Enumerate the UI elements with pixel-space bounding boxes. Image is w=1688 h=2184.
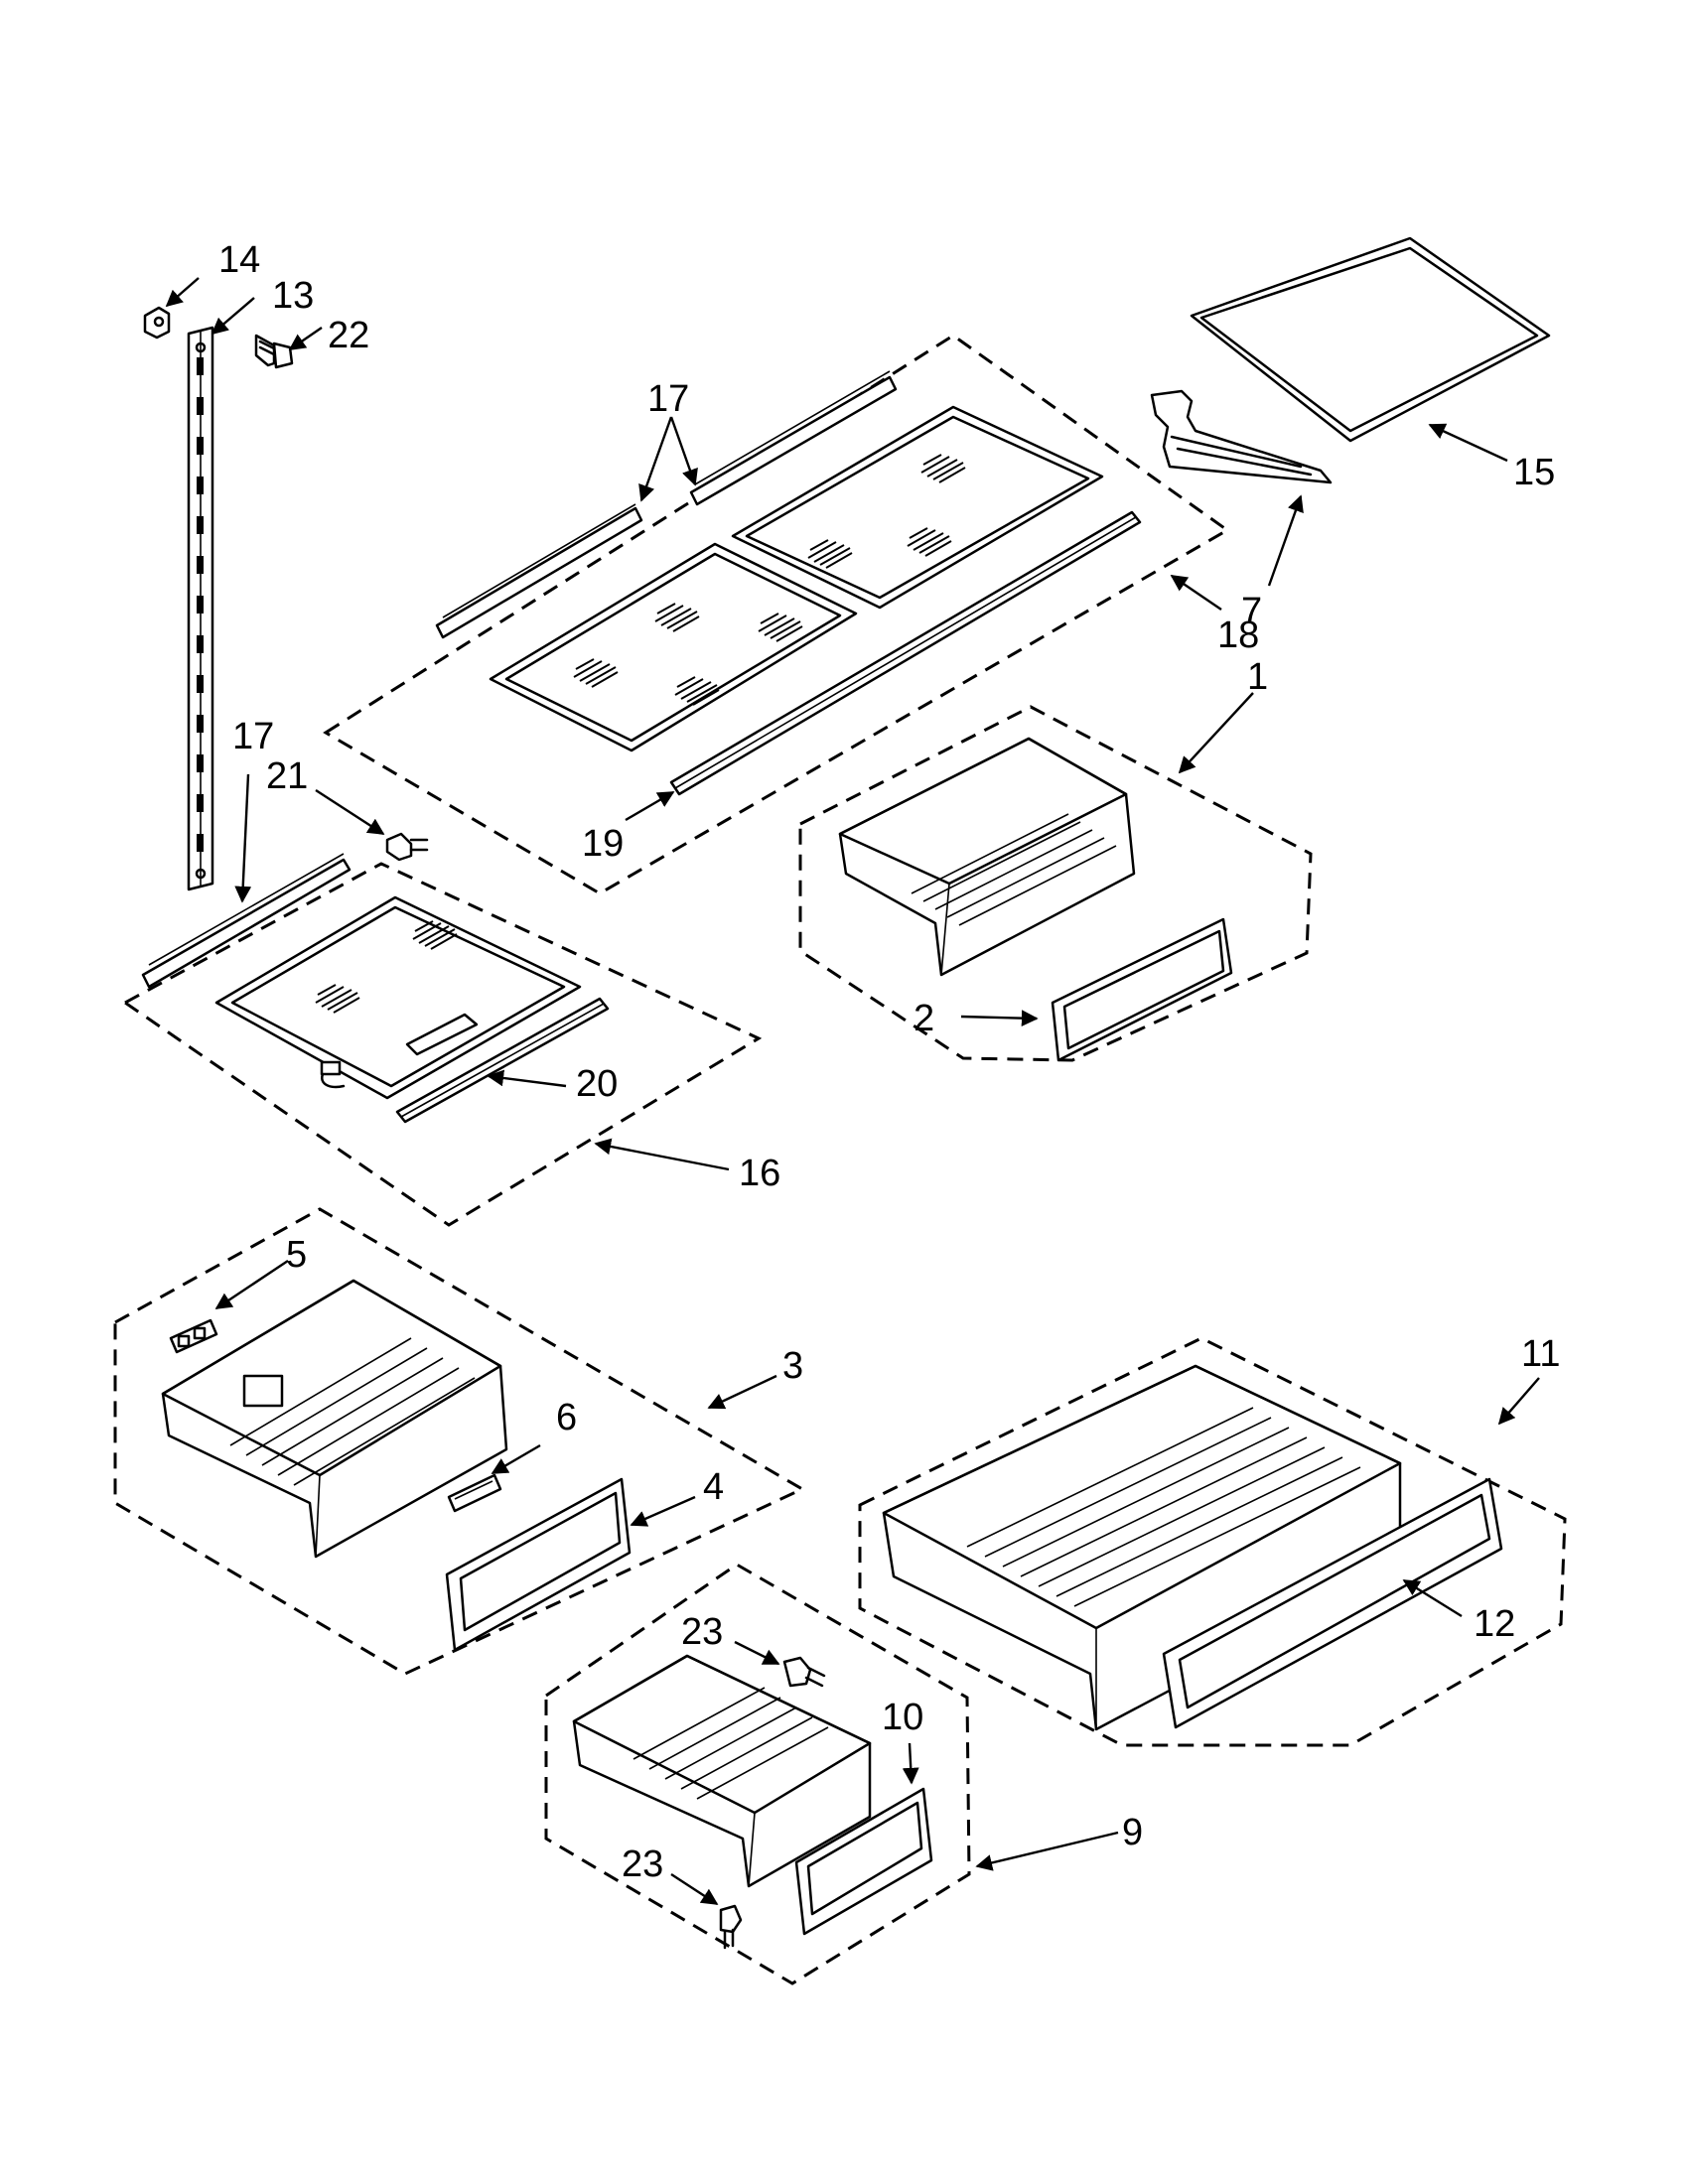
callout-3: 3 (782, 1345, 803, 1387)
callout-23b: 23 (622, 1843, 663, 1885)
callout-5: 5 (286, 1234, 307, 1276)
rail-cap (143, 306, 171, 340)
callout-17a: 17 (647, 378, 689, 420)
callout-17b: 17 (232, 716, 274, 757)
lower-shelf-assembly-16 (122, 832, 763, 1227)
callout-2: 2 (914, 998, 934, 1039)
callout-labels: 1 2 3 4 5 6 7 9 10 11 12 13 14 15 16 17 … (218, 239, 1560, 1885)
callout-12: 12 (1474, 1603, 1515, 1645)
shelf-bracket (1150, 389, 1333, 484)
callout-21: 21 (266, 755, 308, 797)
shelf-ladder-rail (187, 326, 214, 891)
callout-6: 6 (556, 1397, 577, 1438)
callout-14: 14 (218, 239, 260, 281)
callout-16: 16 (739, 1153, 780, 1194)
callout-13: 13 (272, 275, 314, 317)
control-knob (169, 1318, 218, 1354)
callout-4: 4 (703, 1466, 724, 1508)
callout-1: 1 (1247, 656, 1268, 698)
small-glass-shelf (1190, 236, 1551, 443)
callout-22: 22 (328, 315, 369, 356)
callout-15: 15 (1513, 452, 1555, 493)
callout-18: 18 (1217, 614, 1259, 656)
callout-7: 7 (1241, 591, 1262, 632)
callout-23a: 23 (681, 1611, 723, 1653)
callout-9: 9 (1122, 1812, 1143, 1853)
upper-glass-shelf-assembly (323, 334, 1230, 895)
callout-10: 10 (882, 1697, 923, 1738)
crisper-drawer-assembly-1 (798, 705, 1313, 1062)
leader-lines (165, 277, 1540, 1906)
deli-drawer-assembly-3 (113, 1207, 806, 1676)
screw-22 (254, 334, 294, 369)
callout-20: 20 (576, 1063, 618, 1105)
drawer-label (447, 1473, 502, 1513)
small-drawer-assembly-9 (544, 1563, 971, 1985)
callout-19: 19 (582, 823, 624, 865)
large-crisper-assembly-11 (858, 1336, 1567, 1747)
callout-11: 11 (1521, 1333, 1560, 1375)
